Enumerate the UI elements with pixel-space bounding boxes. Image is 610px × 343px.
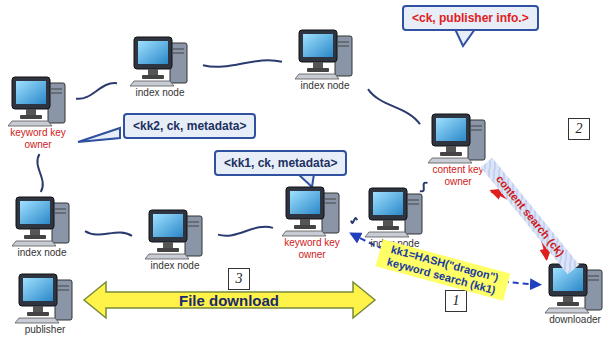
node-label: index node [120,87,200,99]
network-link [218,227,273,236]
callout-number-text: 1 [453,293,460,309]
computer-icon [545,262,605,314]
node-label: index node [2,247,82,259]
network-link [85,231,132,236]
node-label: <ck, publisher info.> [412,11,529,25]
computer-node: keyword key owner [3,75,73,151]
node-label: index node [285,80,365,92]
computer-node: keyword key owner [276,185,348,261]
network-link [203,60,282,67]
computer-icon [12,195,72,247]
computer-node: index node [2,195,82,259]
computer-icon [145,208,205,260]
computer-icon [365,186,425,238]
computer-node: index node [360,186,430,250]
callout-number: 3 [228,268,250,290]
node-label: keyword key owner [3,127,73,151]
computer-node: publisher [5,272,85,336]
edge-label: content search (ck) [480,158,579,275]
callout-number: 1 [445,290,467,312]
node-label: <kk2, ck, metadata> [133,119,246,133]
node-label: downloader [543,314,607,326]
network-link [37,154,42,192]
callout-bubble: <kk1, ck, metadata> [214,150,347,176]
network-link [76,83,117,99]
callout-bubble: <ck, publisher info.> [402,5,539,31]
callout-number-text: 3 [236,271,243,287]
computer-icon [8,75,68,127]
computer-node: index node [120,35,200,99]
callout-number: 2 [568,118,590,140]
callout-tail [455,29,475,46]
network-link [368,89,420,124]
computer-node: index node [285,28,365,92]
arrow-label: File download [179,292,279,309]
node-label: publisher [5,324,85,336]
computer-icon [428,112,488,164]
node-label: index node [135,260,215,272]
computer-node: content key owner [423,112,493,188]
callout-number-text: 2 [576,121,583,137]
computer-node: downloader [543,262,607,326]
callout-bubble: <kk2, ck, metadata> [123,113,256,139]
network-link [351,218,357,223]
node-label: keyword key owner [276,237,348,261]
node-label: <kk1, ck, metadata> [224,156,337,170]
computer-icon [295,28,355,80]
computer-icon [282,185,342,237]
computer-icon [130,35,190,87]
network-link [420,183,427,192]
callout-tail [78,128,120,142]
computer-node: index node [135,208,215,272]
computer-icon [15,272,75,324]
edge-label: kk1=HASH("dragon") keyword search (kk1) [375,239,510,300]
